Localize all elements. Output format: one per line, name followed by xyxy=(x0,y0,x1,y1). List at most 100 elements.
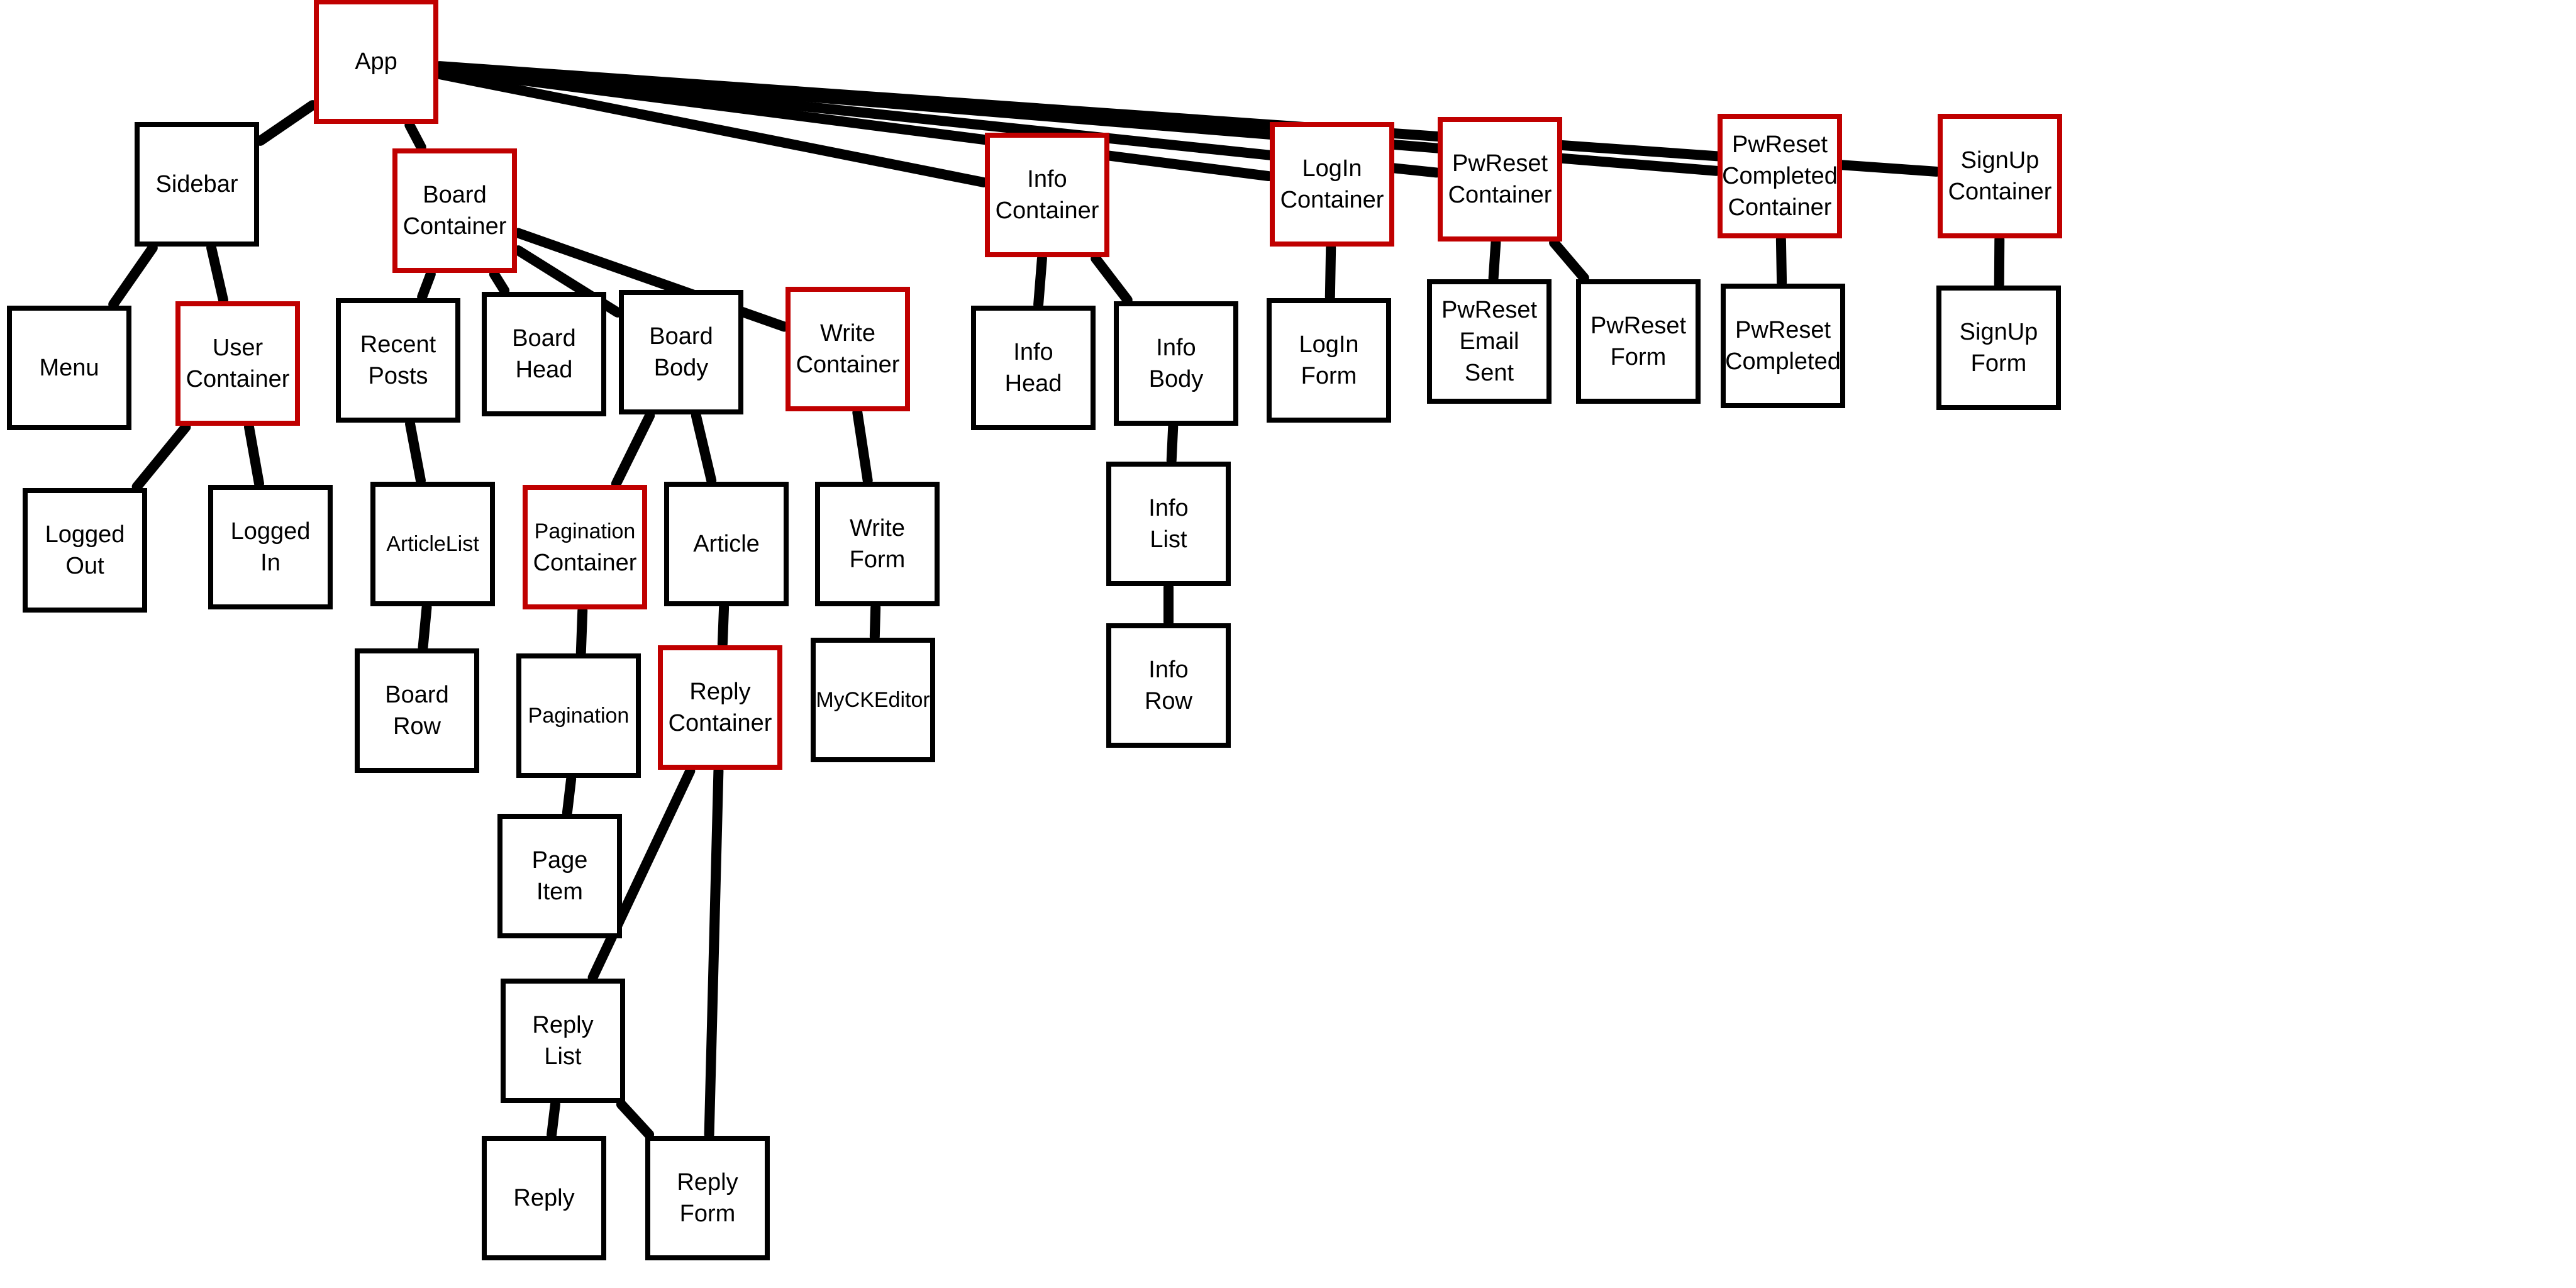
node-label-login-form: Form xyxy=(1301,363,1357,389)
node-pagination: Pagination xyxy=(516,653,641,778)
node-label-pwreset-email-sent: PwReset xyxy=(1441,297,1537,323)
edge-reply-container-to-reply-form xyxy=(704,766,724,1140)
node-box-reply-list xyxy=(501,979,625,1103)
node-box-signup-form xyxy=(1936,286,2061,410)
edge-sidebar-to-menu xyxy=(108,243,158,309)
node-label-write-form: Form xyxy=(850,547,906,573)
node-label-write-container: Container xyxy=(796,352,900,378)
node-box-info-head xyxy=(971,306,1096,430)
node-box-login-form xyxy=(1267,298,1391,423)
node-label-write-container: Write xyxy=(820,320,875,347)
node-label-pagination-container: Pagination xyxy=(535,519,636,543)
edge-app-to-sidebar xyxy=(255,100,318,146)
node-box-pagination-container xyxy=(523,485,647,609)
node-article: Article xyxy=(664,482,789,606)
node-box-board-container xyxy=(392,148,517,273)
node-label-board-head: Board xyxy=(512,325,575,352)
edge-board-container-to-recent-posts xyxy=(417,269,436,302)
edge-board-body-to-pagination-container xyxy=(611,411,655,489)
node-label-pwreset-email-sent: Email xyxy=(1459,328,1519,355)
edge-app-to-info-container xyxy=(435,69,989,187)
node-reply: Reply xyxy=(482,1136,606,1260)
node-box-logged-out xyxy=(23,488,147,613)
node-label-info-head: Head xyxy=(1005,370,1062,397)
node-box-reply-container xyxy=(658,645,782,770)
node-box-article xyxy=(664,482,789,606)
node-label-board-row: Board xyxy=(385,682,448,708)
node-box-app xyxy=(314,0,438,124)
node-box-recent-posts xyxy=(336,298,460,423)
node-label-page-item: Page xyxy=(532,847,588,874)
node-box-pagination xyxy=(516,653,641,778)
edge-app-to-board-container xyxy=(404,120,426,152)
edge-pwreset-container-to-pwreset-form xyxy=(1549,238,1589,283)
node-box-info-list xyxy=(1106,462,1231,586)
node-box-board-head xyxy=(482,292,606,416)
node-label-article: Article xyxy=(693,531,760,557)
edge-app-to-signup-container xyxy=(435,61,1941,177)
node-label-board-container: Board xyxy=(423,182,486,208)
node-label-login-form: LogIn xyxy=(1299,331,1358,358)
node-box-signup-container xyxy=(1938,114,2062,238)
edge-reply-container-to-reply-list xyxy=(587,766,696,982)
node-box-pwreset-form xyxy=(1576,279,1701,404)
node-label-board-body: Board xyxy=(649,323,713,350)
node-label-user-container: Container xyxy=(186,366,290,392)
node-label-sidebar: Sidebar xyxy=(156,171,238,197)
edge-pwreset-completed-container-to-pwreset-completed xyxy=(1775,235,1787,287)
node-box-info-container xyxy=(985,133,1109,257)
edge-user-container-to-logged-out xyxy=(131,422,191,492)
node-label-myckeditor: MyCKEditor xyxy=(816,688,930,712)
edge-board-body-to-article xyxy=(691,411,717,486)
node-label-login-container: Container xyxy=(1280,187,1384,213)
node-label-pwreset-form: PwReset xyxy=(1591,313,1686,339)
edge-articlelist-to-board-row xyxy=(418,602,432,652)
node-label-logged-out: Logged xyxy=(45,521,125,548)
node-articlelist: ArticleList xyxy=(370,482,495,606)
edge-reply-list-to-reply xyxy=(547,1099,560,1140)
node-label-info-body: Body xyxy=(1149,366,1204,392)
edge-board-container-to-board-head xyxy=(489,269,510,296)
node-label-logged-out: Out xyxy=(65,553,104,579)
node-label-pwreset-form: Form xyxy=(1611,344,1667,370)
node-box-sidebar xyxy=(135,122,259,247)
node-label-board-row: Row xyxy=(393,713,441,740)
node-label-recent-posts: Recent xyxy=(360,331,436,358)
node-label-board-body: Body xyxy=(654,355,709,381)
node-box-board-row xyxy=(355,648,479,773)
edge-signup-container-to-signup-form xyxy=(1994,235,2005,289)
node-app: App xyxy=(314,0,438,124)
node-box-pwreset-container xyxy=(1438,117,1562,242)
node-box-pwreset-completed-container xyxy=(1718,114,1842,238)
node-box-write-container xyxy=(786,287,910,411)
node-label-info-list: List xyxy=(1150,526,1187,553)
node-label-info-head: Info xyxy=(1013,339,1053,365)
node-label-pwreset-completed: Completed xyxy=(1725,348,1841,375)
edge-info-container-to-info-head xyxy=(1033,253,1047,309)
node-label-articlelist: ArticleList xyxy=(386,532,479,556)
node-label-pwreset-completed-container: Completed xyxy=(1722,163,1838,189)
node-label-reply: Reply xyxy=(513,1185,574,1211)
node-box-pwreset-completed xyxy=(1721,284,1845,408)
node-label-pagination-container: Container xyxy=(533,550,637,576)
node-label-pagination: Pagination xyxy=(528,704,630,728)
node-box-info-body xyxy=(1114,301,1238,426)
node-label-info-container: Info xyxy=(1027,166,1067,192)
edge-reply-list-to-reply-form xyxy=(616,1099,655,1140)
node-box-reply-form xyxy=(645,1136,770,1260)
